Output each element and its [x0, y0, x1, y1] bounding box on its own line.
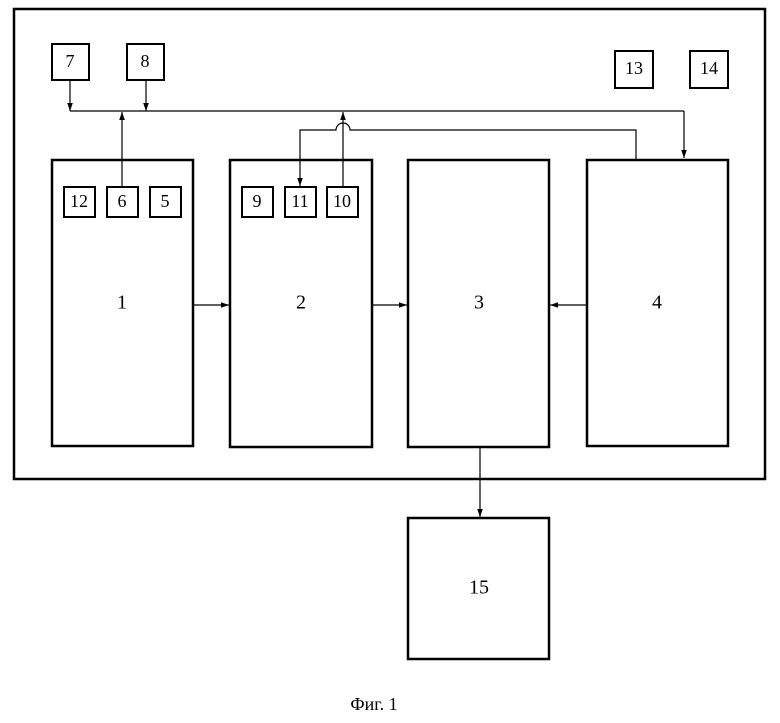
label-8: 8 [141, 51, 150, 71]
label-7: 7 [66, 51, 75, 71]
label-13: 13 [625, 58, 643, 78]
label-14: 14 [700, 58, 718, 78]
label-5: 5 [161, 191, 170, 211]
label-12: 12 [70, 191, 88, 211]
figure-caption: Фиг. 1 [350, 694, 397, 714]
label-15: 15 [469, 577, 489, 599]
label-9: 9 [253, 191, 262, 211]
label-10: 10 [333, 191, 351, 211]
label-4: 4 [652, 292, 662, 314]
label-6: 6 [118, 191, 127, 211]
label-2: 2 [296, 292, 306, 314]
label-3: 3 [474, 292, 484, 314]
label-1: 1 [117, 292, 127, 314]
label-11: 11 [291, 191, 308, 211]
